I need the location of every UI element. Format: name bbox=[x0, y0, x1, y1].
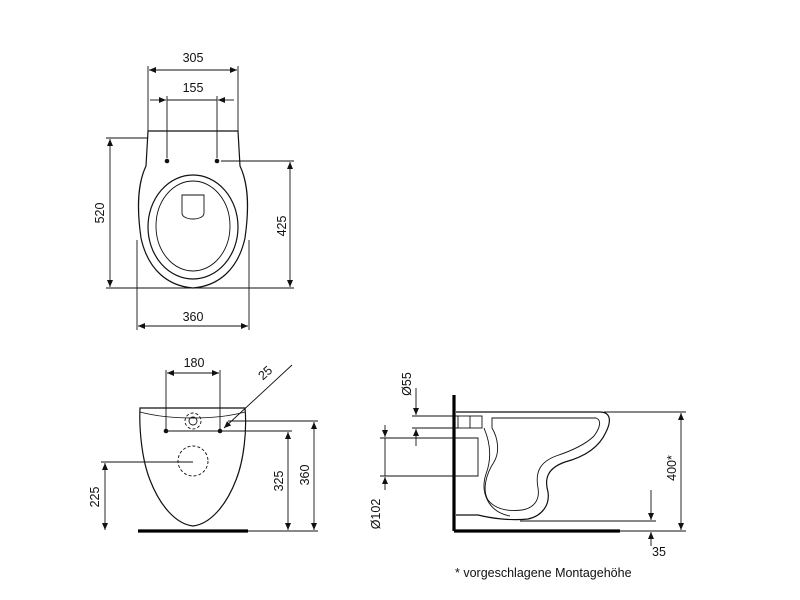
mounting-hole-right bbox=[214, 158, 220, 164]
label-total-height: 360 bbox=[298, 465, 312, 486]
top-view-outline bbox=[137, 130, 249, 289]
dim-inlet-diameter: Ø55 bbox=[400, 372, 458, 446]
label-max-width: 360 bbox=[183, 310, 204, 324]
dim-total-height: 360 bbox=[228, 420, 318, 530]
dim-floor-offset: 35 bbox=[520, 490, 666, 559]
dim-hole-spacing-top: 155 bbox=[150, 81, 234, 158]
label-outlet-diameter: Ø102 bbox=[369, 499, 383, 530]
side-view-outline bbox=[456, 411, 610, 521]
drain-pipe bbox=[458, 437, 479, 477]
dim-overall-width: 305 bbox=[147, 51, 239, 131]
bowl-interior bbox=[484, 417, 601, 511]
dim-outlet-diameter: Ø102 bbox=[369, 425, 458, 529]
back-view-outline bbox=[139, 407, 247, 527]
back-view: 180 25 225 325 360 bbox=[88, 356, 318, 533]
flush-inlet bbox=[184, 412, 202, 430]
mounting-hole-left bbox=[164, 158, 170, 164]
bowl-opening bbox=[147, 174, 239, 280]
dim-outlet-height: 325 bbox=[166, 430, 318, 532]
label-floor-offset: 35 bbox=[652, 545, 666, 559]
dim-length: 520 bbox=[93, 137, 193, 289]
dim-hole-spacing-back: 180 bbox=[165, 356, 221, 430]
label-length: 520 bbox=[93, 203, 107, 224]
bowl-inner-rim bbox=[155, 180, 231, 272]
label-mounting-height: 400* bbox=[665, 455, 679, 481]
dim-mounting-height: 400* bbox=[604, 411, 686, 532]
label-inlet-diameter: Ø55 bbox=[400, 372, 414, 396]
dim-max-width: 360 bbox=[136, 240, 250, 330]
flush-outlet bbox=[181, 194, 205, 220]
dim-bowl-length: 425 bbox=[193, 160, 294, 289]
label-hole-spacing-top: 155 bbox=[183, 81, 204, 95]
footnote: * vorgeschlagene Montagehöhe bbox=[455, 566, 632, 580]
label-hole-diameter: 25 bbox=[255, 363, 275, 383]
label-bottom-height: 225 bbox=[88, 487, 102, 508]
drain-outlet bbox=[177, 445, 209, 477]
label-outlet-height: 325 bbox=[272, 471, 286, 492]
label-bowl-length: 425 bbox=[275, 216, 289, 237]
dim-bottom-height: 225 bbox=[88, 461, 193, 530]
label-overall-width: 305 bbox=[183, 51, 204, 65]
top-view: 305 155 520 425 36 bbox=[93, 51, 294, 330]
side-view: Ø55 Ø102 400* 35 bbox=[369, 372, 686, 559]
label-hole-spacing-back: 180 bbox=[184, 356, 205, 370]
dim-hole-diameter: 25 bbox=[223, 363, 293, 429]
